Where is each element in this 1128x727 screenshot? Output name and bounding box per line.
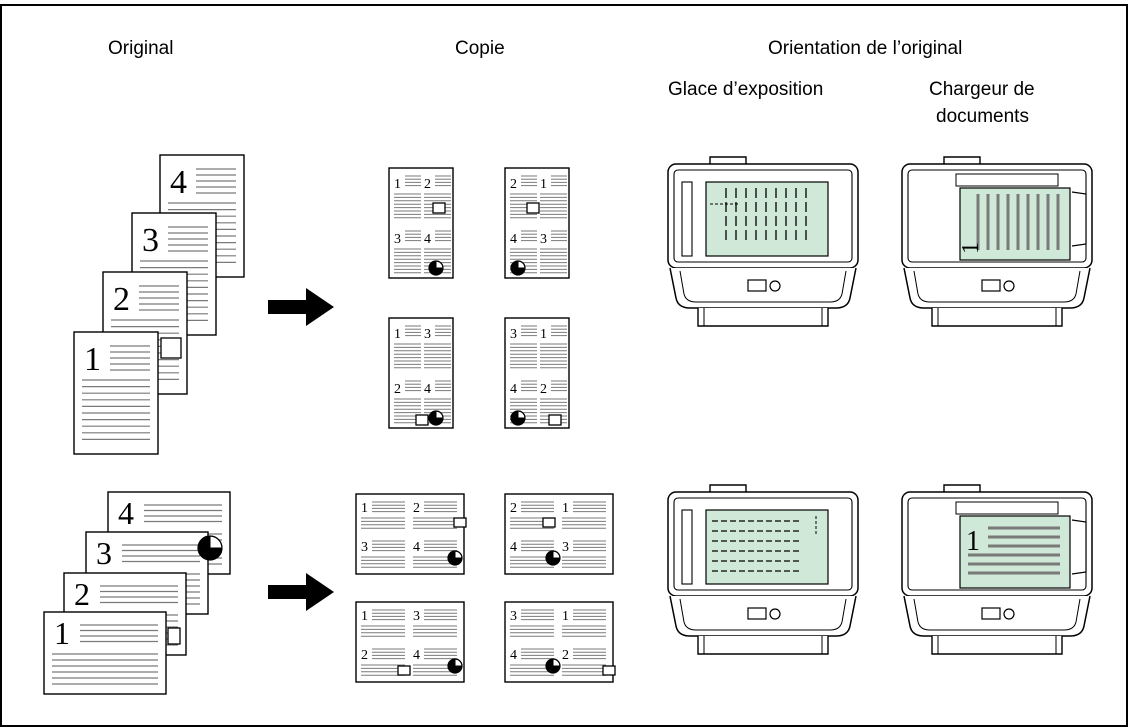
square-marker-icon	[432, 202, 446, 214]
page-number: 2	[74, 576, 90, 612]
page-number: 3	[361, 540, 368, 555]
pie-marker-icon	[428, 410, 444, 426]
page-number: 2	[540, 382, 547, 397]
square-marker-icon	[548, 414, 562, 426]
page-number: 3	[413, 609, 420, 624]
pie-marker-icon	[428, 260, 444, 276]
pie-marker-icon	[197, 535, 223, 561]
page-number: 3	[96, 535, 112, 571]
header-copie: Copie	[455, 38, 505, 59]
document-text-marks	[710, 188, 807, 244]
page-number: 1	[394, 177, 401, 192]
header-orientation: Orientation de l’original	[768, 38, 963, 59]
page-number: 4	[118, 495, 134, 531]
page-number: 3	[510, 609, 517, 624]
copy-sheet-portrait: 1 3 2 4	[388, 317, 454, 429]
page-number: 3	[394, 232, 401, 247]
page-number: 1	[361, 501, 368, 516]
header-glace: Glace d’exposition	[668, 79, 824, 100]
page-number: 1	[394, 327, 401, 342]
pie-marker-icon	[545, 550, 561, 566]
page-number: 3	[510, 327, 517, 342]
feeder-document: 1	[959, 515, 1071, 589]
page-number: 4	[424, 232, 431, 247]
document-text-marks	[712, 516, 817, 572]
page-number: 4	[413, 648, 420, 663]
original-page-portrait: 1	[73, 331, 159, 455]
scanner-glass-icon	[667, 484, 859, 655]
copy-sheet-landscape: 1 3 2 4	[355, 601, 465, 683]
page-number: 4	[170, 164, 187, 201]
page-number: 2	[413, 501, 420, 516]
page-number: 2	[394, 382, 401, 397]
scanner-feeder-icon: 1	[901, 484, 1093, 655]
copy-sheet-portrait: 2 1 4 3	[504, 167, 570, 279]
page-number: 2	[361, 648, 368, 663]
header-chargeur-line2: documents	[936, 106, 1029, 127]
copy-sheet-portrait: 1 2 3 4	[388, 167, 454, 279]
page-number: 4	[510, 540, 517, 555]
pie-marker-icon	[510, 410, 526, 426]
square-marker-icon	[167, 627, 181, 645]
arrow-right-icon	[268, 288, 334, 326]
page-number: 1	[966, 526, 980, 557]
page-number: 3	[142, 222, 159, 259]
page-number: 2	[424, 177, 431, 192]
square-marker-icon	[602, 665, 616, 676]
header-original: Original	[108, 38, 174, 59]
page-number: 1	[958, 242, 984, 254]
pie-marker-icon	[545, 658, 561, 674]
pie-marker-icon	[510, 260, 526, 276]
original-page-landscape: 1	[43, 611, 167, 695]
pie-marker-icon	[447, 550, 463, 566]
pie-marker-icon	[447, 658, 463, 674]
scanner-feeder-icon: 1	[901, 156, 1093, 327]
page-number: 1	[562, 501, 569, 516]
page-number: 3	[562, 540, 569, 555]
copy-sheet-portrait: 3 1 4 2	[504, 317, 570, 429]
page-number: 3	[424, 327, 431, 342]
page-number: 4	[413, 540, 420, 555]
page-number: 1	[540, 177, 547, 192]
page-number: 1	[540, 327, 547, 342]
page-number: 1	[562, 609, 569, 624]
page-number: 4	[510, 648, 517, 663]
header-chargeur-line1: Chargeur de	[929, 79, 1035, 100]
square-marker-icon	[453, 517, 467, 528]
square-marker-icon	[397, 665, 411, 676]
copy-sheet-landscape: 1 2 3 4	[355, 493, 467, 575]
page-number: 1	[54, 615, 70, 651]
page-number: 2	[113, 281, 130, 318]
page-number: 4	[510, 382, 517, 397]
square-marker-icon	[526, 202, 540, 214]
scanner-glass-icon	[667, 156, 859, 327]
page-number: 1	[84, 341, 101, 378]
page-number: 4	[424, 382, 431, 397]
feeder-document: 1	[958, 187, 1071, 261]
square-marker-icon	[160, 337, 182, 359]
page-number: 2	[562, 648, 569, 663]
square-marker-icon	[415, 414, 429, 426]
page-number: 2	[510, 177, 517, 192]
page-number: 2	[510, 501, 517, 516]
copy-sheet-landscape: 2 1 4 3	[504, 493, 614, 575]
page-number: 3	[540, 232, 547, 247]
page-number: 4	[510, 232, 517, 247]
copy-sheet-landscape: 3 1 4 2	[504, 601, 616, 683]
square-marker-icon	[542, 517, 556, 528]
arrow-right-icon	[268, 573, 334, 611]
page-number: 1	[361, 609, 368, 624]
